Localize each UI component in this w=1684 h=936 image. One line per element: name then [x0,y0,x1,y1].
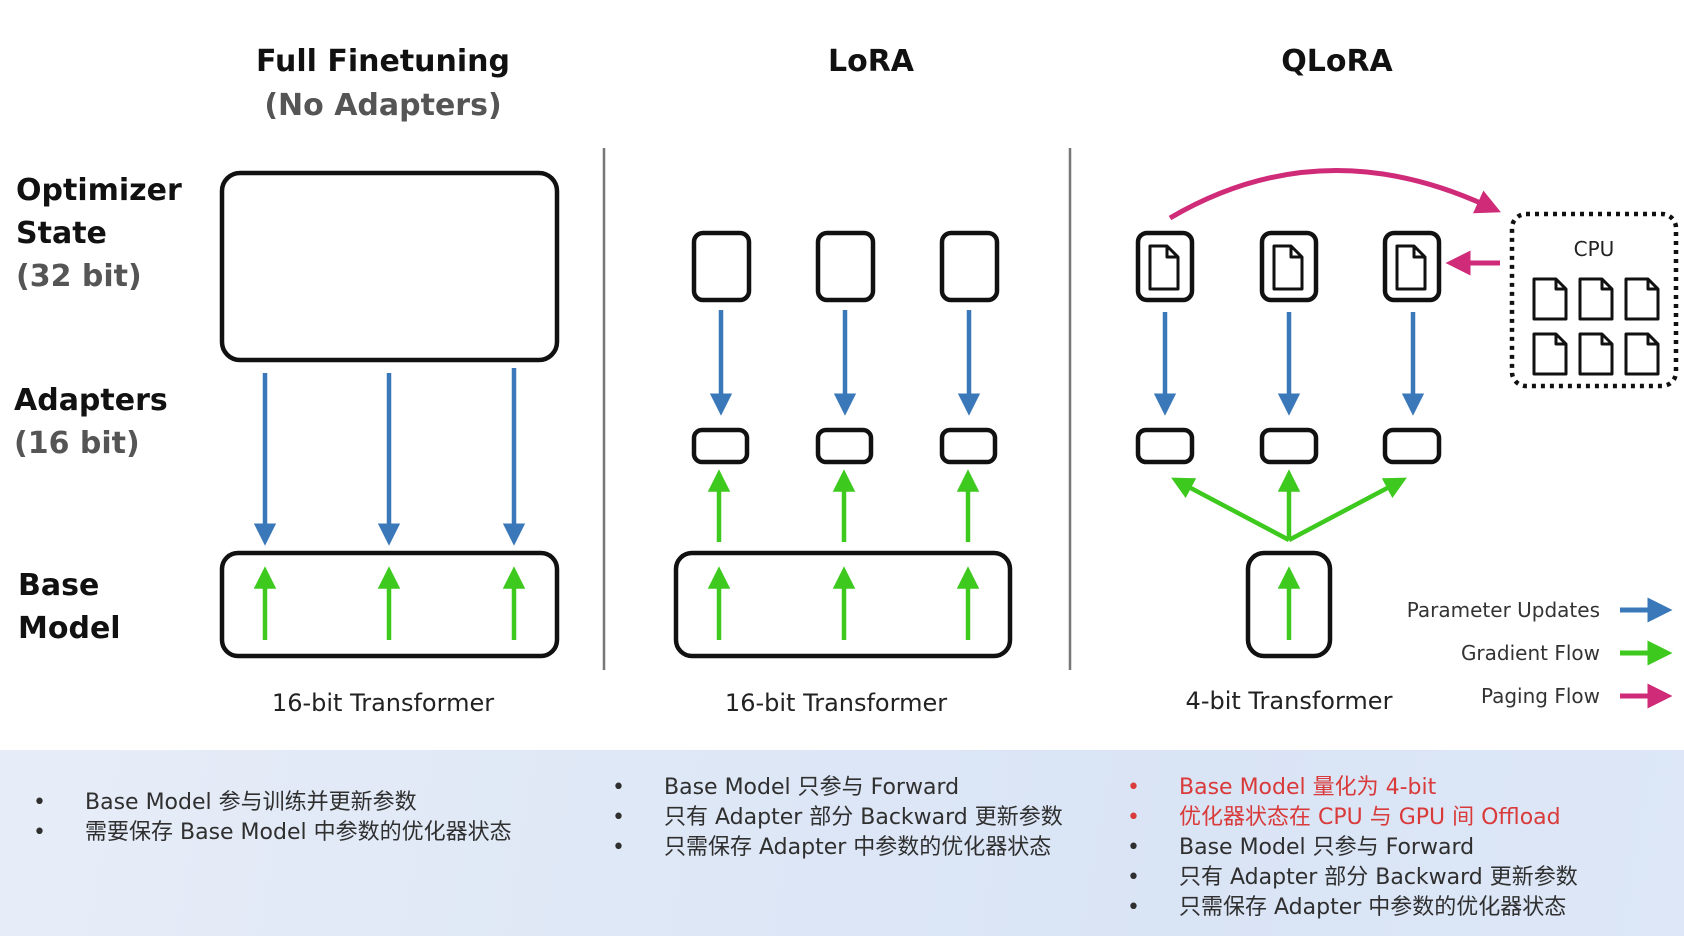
lora-parameter-update-arrows [709,310,981,416]
page-icon [1532,332,1568,376]
qlora-parameter-update-arrows [1153,312,1425,416]
notes-lora: •Base Model 只参与 Forward •只有 Adapter 部分 B… [612,773,1063,863]
note-item: •需要保存 Base Model 中参数的优化器状态 [33,820,512,845]
full-caption: 16-bit Transformer [272,689,494,717]
lora-optimizer-state-boxes [691,230,1000,303]
qlora-gradient-flow-arrows [1171,469,1407,640]
page-icon [1578,332,1614,376]
notes-band [0,750,1684,936]
notes-qlora: •Base Model 量化为 4-bit •优化器状态在 CPU 与 GPU … [1127,773,1578,923]
note-item: •只有 Adapter 部分 Backward 更新参数 [1127,865,1578,890]
page-icon [1624,277,1660,321]
lora-base-model-box [673,550,1013,659]
col-title-lora: LoRA [828,44,915,79]
paging-flow-arc [1168,168,1501,221]
page-icon [1272,244,1304,291]
full-base-model-box [219,550,560,659]
col-title-full: Full Finetuning [256,44,510,79]
page-icon [1578,277,1614,321]
row-label-base-1: Base [18,568,99,603]
note-item: •Base Model 参与训练并更新参数 [33,790,417,815]
notes-full-finetuning: •Base Model 参与训练并更新参数 •需要保存 Base Model 中… [33,788,512,848]
cpu-label: CPU [1574,237,1615,261]
legend-label-parameter-updates: Parameter Updates [1407,598,1600,622]
full-gradient-flow-arrows [253,566,526,640]
note-item: •Base Model 只参与 Forward [612,775,960,800]
row-label-base-2: Model [18,611,121,646]
note-item: •Base Model 只参与 Forward [1127,835,1475,860]
page-icon [1148,244,1180,291]
full-optimizer-state-box [219,170,560,363]
qlora-base-model-box [1245,550,1333,659]
page-icon [1624,332,1660,376]
row-label-optimizer-3: (32 bit) [16,259,142,294]
row-label-adapters-2: (16 bit) [14,426,140,461]
qlora-adapter-boxes [1135,427,1442,465]
note-item: •只需保存 Adapter 中参数的优化器状态 [612,835,1052,860]
lora-caption: 16-bit Transformer [725,689,947,717]
row-label-optimizer-2: State [16,216,107,251]
cpu-page-icons [1532,277,1660,376]
qlora-page-icons [1148,244,1427,291]
note-item: •只有 Adapter 部分 Backward 更新参数 [612,805,1063,830]
note-item: •只需保存 Adapter 中参数的优化器状态 [1127,895,1567,920]
legend-label-paging-flow: Paging Flow [1481,684,1600,708]
col-subtitle-full: (No Adapters) [264,88,501,123]
row-label-optimizer-1: Optimizer [16,173,182,208]
lora-gradient-flow-arrows [707,469,980,640]
page-icon [1395,244,1427,291]
col-title-qlora: QLoRA [1281,44,1393,79]
full-parameter-update-arrows [253,368,526,546]
lora-adapter-boxes [691,427,998,465]
note-item-highlight: •优化器状态在 CPU 与 GPU 间 Offload [1127,805,1561,830]
qlora-caption: 4-bit Transformer [1186,687,1393,715]
legend-label-gradient-flow: Gradient Flow [1461,641,1600,665]
page-icon [1532,277,1568,321]
row-label-adapters-1: Adapters [14,383,168,418]
qlora-optimizer-state-boxes [1135,230,1442,303]
note-item-highlight: •Base Model 量化为 4-bit [1127,775,1437,800]
legend: Parameter Updates Gradient Flow Paging F… [1407,597,1673,709]
